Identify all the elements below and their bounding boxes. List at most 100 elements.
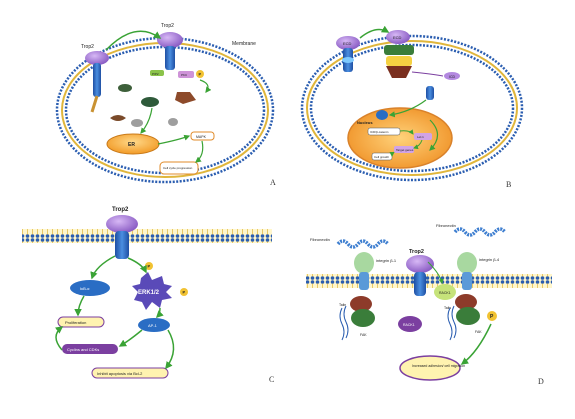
trop2-protein-a-right — [157, 32, 183, 70]
molecule-a-1 — [118, 84, 132, 92]
proliferation-box-c — [57, 316, 105, 328]
label-p-erk-c: P — [183, 290, 186, 295]
label-trop2-left-a: Trop2 — [81, 44, 94, 50]
mapk-box-a — [190, 131, 215, 141]
phospho-d — [487, 311, 497, 321]
nucleus-b — [347, 107, 453, 169]
arrow-b-1 — [388, 99, 427, 118]
label-proliferation-a: Cell cycle progression — [163, 166, 193, 170]
integrin-b4-d — [457, 252, 477, 290]
molecule-b-1 — [376, 110, 388, 120]
erk-burst-c — [132, 272, 172, 310]
integrin-b1-d — [354, 252, 374, 290]
label-trop2-right-a: Trop2 — [161, 23, 174, 29]
panel-b: ECD ECD ICD Nucleus ICD/β-catenin Lef-1 … — [300, 25, 524, 189]
panel-d: Fibronectin Fibronectin Trop2 integrin β… — [306, 223, 552, 386]
rack1-low-d — [398, 316, 422, 332]
label-talin-right-d: Talin — [444, 306, 451, 310]
fibronectin-chain-right — [453, 227, 507, 237]
label-icd-box-b: ICD/β-catenin — [370, 130, 389, 134]
arrow-a-1 — [157, 134, 191, 145]
arrow-c-4 — [155, 307, 164, 319]
panel-letter-a: A — [270, 178, 276, 187]
arrow-d-1 — [460, 323, 492, 365]
arrow-b-3 — [413, 139, 423, 150]
label-membrane-a: Membrane — [232, 41, 256, 47]
label-mapk-a: MAPK — [196, 135, 207, 139]
arrow-c-1 — [90, 255, 116, 280]
label-lef-b: Lef-1 — [417, 135, 424, 139]
cyclin-box-c — [62, 344, 118, 354]
label-fibronectin-left-d: Fibronectin — [310, 237, 330, 242]
talin-right-d — [455, 294, 477, 310]
arrow-b-icd — [411, 71, 444, 77]
trop2-protein-b-right — [384, 30, 414, 78]
ikb-box-c — [70, 280, 110, 296]
arrow-c-2 — [127, 257, 147, 274]
label-p-top-c: P — [148, 264, 151, 269]
label-pkc-a: PKC — [181, 73, 188, 77]
label-proliferation-b: Cell growth — [374, 155, 389, 159]
arrow-c-7 — [165, 329, 175, 370]
trop2-protein-b-left — [336, 36, 360, 72]
label-ikk-c: IκB-α — [80, 286, 90, 291]
phospho-c-erk — [180, 288, 188, 296]
arrow-b-top — [359, 25, 390, 39]
fak-left-d — [351, 309, 375, 327]
panel-letter-b: B — [506, 180, 511, 189]
label-talin-left-d: Talin — [339, 303, 346, 307]
panel-letter-d: D — [538, 377, 544, 386]
fak-right-d — [456, 307, 480, 325]
trop2-protein-c — [106, 215, 138, 259]
label-cyclin-c: Cyclins and CDKs — [67, 347, 99, 352]
arrow-b-5 — [429, 119, 439, 151]
ap1-box-c — [138, 318, 170, 332]
label-integrin-right-d: integrin β-4 — [479, 257, 500, 262]
proliferation-box-a — [159, 161, 199, 175]
label-erk-c: ERK1/2 — [138, 290, 160, 296]
label-ap1-c: AP-1 — [148, 323, 158, 328]
outcome-box-d — [399, 355, 461, 381]
trop2-protein-d — [406, 255, 434, 296]
label-outcome-d: Increased adhesion/ cell migration — [412, 364, 465, 368]
arrow-c-3 — [74, 295, 85, 317]
label-proliferation-c: Proliferation — [65, 320, 86, 325]
panel-c: Trop2 P IκB-α ERK1/2 P Proliferation AP-… — [22, 207, 274, 384]
apoptosis-box-c — [91, 367, 169, 379]
phospho-c-top — [145, 262, 153, 270]
ribosome-a — [110, 115, 126, 121]
label-trop2-d: Trop2 — [409, 249, 424, 255]
label-p-a: P — [199, 72, 202, 77]
lef-box-b — [414, 133, 432, 140]
arrow-c-6 — [54, 326, 64, 351]
pip2-box-a — [150, 70, 164, 76]
actin-left-d — [339, 305, 349, 341]
label-icd-b: ICD — [449, 75, 456, 79]
label-nucleus-b: Nucleus — [357, 120, 373, 125]
cell-membrane-b-inner2 — [309, 43, 515, 173]
molecule-a-2 — [141, 97, 159, 107]
calcium-cluster-a-2 — [168, 118, 178, 126]
actin-right-d — [447, 305, 457, 341]
label-trop2-c: Trop2 — [112, 207, 129, 213]
label-p-d: P — [490, 314, 494, 320]
label-rack1-mid-d: RACK1 — [439, 291, 451, 295]
label-integrin-left-d: integrin β-1 — [376, 258, 397, 263]
label-apoptosis-c: Inhibit apoptosis via Bcl-2 — [97, 371, 143, 376]
membrane-d — [306, 274, 552, 288]
talin-left-d — [350, 296, 372, 312]
panel-letter-c: C — [269, 375, 274, 384]
panel-a: Trop2 Trop2 Membrane PIP2 PKC P ER MAPK … — [55, 23, 276, 187]
arrow-b-2 — [399, 129, 414, 135]
arrow-a-2 — [195, 140, 204, 163]
label-rack1-low-d: RACK1 — [403, 323, 415, 327]
target-box-b — [394, 146, 414, 153]
label-targets-b: Target genes — [396, 148, 414, 152]
cell-membrane-b — [300, 34, 524, 182]
label-ecd-left-b: ECD — [343, 41, 352, 46]
trop2-protein-a-left — [85, 51, 109, 113]
arrow-d-2 — [427, 261, 444, 284]
label-fak-right-d: FAK — [475, 330, 482, 334]
arrow-b-4 — [389, 151, 395, 157]
icd-complex-box-b — [367, 127, 401, 136]
